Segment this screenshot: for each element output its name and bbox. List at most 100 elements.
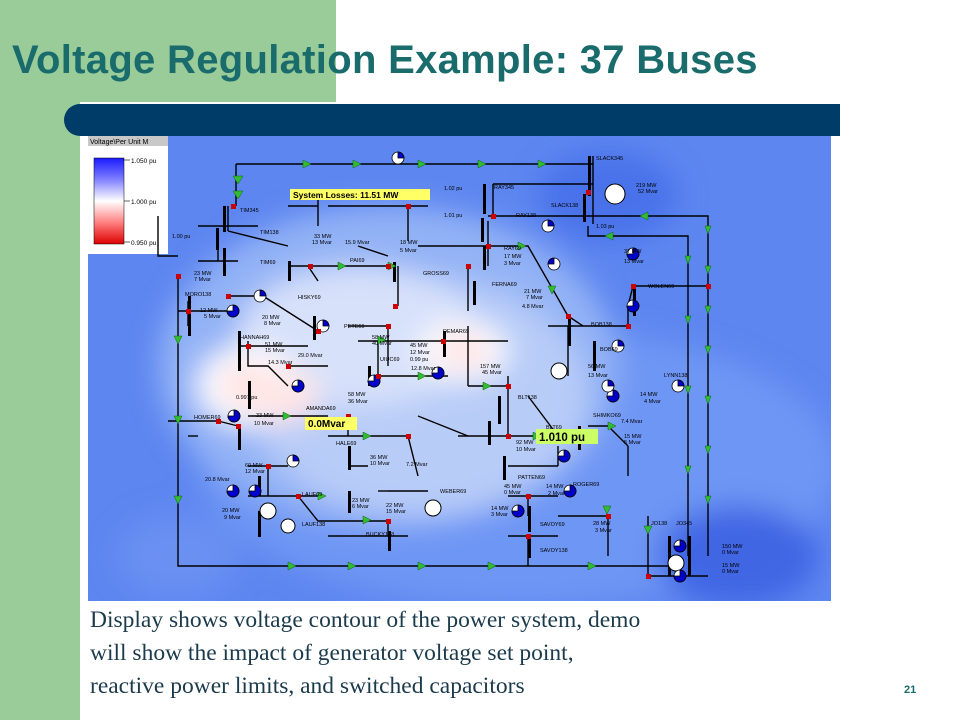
svg-text:36 Mvar: 36 Mvar xyxy=(348,399,368,405)
svg-text:4 Mvar: 4 Mvar xyxy=(644,399,661,405)
voltage-setpoint-readout[interactable]: 1.010 pu xyxy=(536,429,598,444)
svg-text:HOMER69: HOMER69 xyxy=(194,415,221,421)
svg-text:UIUC69: UIUC69 xyxy=(380,357,400,363)
svg-text:TIM345: TIM345 xyxy=(240,208,259,214)
svg-text:150 MW: 150 MW xyxy=(722,544,743,550)
svg-text:92 MW: 92 MW xyxy=(516,440,534,446)
voltage-legend: Voltage\Per Unit M 1.050 pu 1.000 pu 0.9… xyxy=(88,136,168,254)
svg-text:7.2 Mvar: 7.2 Mvar xyxy=(406,462,428,468)
svg-text:BUCKY138: BUCKY138 xyxy=(366,532,394,538)
svg-text:21 MW: 21 MW xyxy=(524,289,542,295)
svg-text:LAUF69: LAUF69 xyxy=(302,492,322,498)
svg-text:RAY138: RAY138 xyxy=(516,213,536,219)
svg-text:HISKY69: HISKY69 xyxy=(298,295,321,301)
capacitor-mvar-readout[interactable]: 0.0Mvar xyxy=(305,417,357,430)
svg-text:RAY345: RAY345 xyxy=(494,185,514,191)
svg-text:2 Mvar: 2 Mvar xyxy=(548,491,565,497)
svg-text:18 MW: 18 MW xyxy=(400,240,418,246)
svg-text:PATTEN69: PATTEN69 xyxy=(518,475,545,481)
svg-text:5 Mvar: 5 Mvar xyxy=(204,314,221,320)
svg-text:9 Mvar: 9 Mvar xyxy=(224,515,241,521)
svg-text:12.8 Mvar: 12.8 Mvar xyxy=(411,366,436,372)
legend-label-high: 1.050 pu xyxy=(131,158,157,165)
svg-text:15 MW: 15 MW xyxy=(722,563,740,569)
voltage-contour xyxy=(88,136,831,601)
svg-text:0 Mvar: 0 Mvar xyxy=(504,490,521,496)
svg-text:3 Mvar: 3 Mvar xyxy=(504,261,521,267)
svg-text:SLACK345: SLACK345 xyxy=(596,156,623,162)
svg-text:System Losses: 11.51 MW: System Losses: 11.51 MW xyxy=(293,190,399,200)
svg-text:10 Mvar: 10 Mvar xyxy=(370,461,390,467)
svg-text:29.0 Mvar: 29.0 Mvar xyxy=(298,353,323,359)
svg-text:BOB69: BOB69 xyxy=(600,347,618,353)
svg-text:13 Mvar: 13 Mvar xyxy=(588,373,608,379)
svg-text:45 MW: 45 MW xyxy=(504,484,522,490)
svg-text:12 Mvar: 12 Mvar xyxy=(245,469,265,475)
svg-text:1.02 pu: 1.02 pu xyxy=(444,186,462,192)
svg-text:23 MW: 23 MW xyxy=(194,271,212,277)
system-losses-label: System Losses: 11.51 MW xyxy=(290,189,430,200)
top-accent-band xyxy=(80,0,336,102)
svg-text:45 Mvar: 45 Mvar xyxy=(482,370,502,376)
svg-text:ROGER69: ROGER69 xyxy=(573,482,599,488)
svg-text:45 MW: 45 MW xyxy=(410,343,428,349)
svg-text:20.8 Mvar: 20.8 Mvar xyxy=(205,477,230,483)
loads xyxy=(226,151,687,583)
svg-text:51 MW: 51 MW xyxy=(265,342,283,348)
svg-text:DEMAR69: DEMAR69 xyxy=(443,329,469,335)
svg-text:13 Mvar: 13 Mvar xyxy=(624,259,644,265)
svg-text:8 Mvar: 8 Mvar xyxy=(264,321,281,327)
svg-text:12 MW: 12 MW xyxy=(200,308,218,314)
bus-names: SLACK345 SLACK138 RAY345 RAY138 RAY69 TI… xyxy=(185,156,692,554)
generators xyxy=(259,183,685,572)
flow-arrows xyxy=(173,159,712,571)
svg-text:1.01 pu: 1.01 pu xyxy=(444,213,462,219)
page-number: 21 xyxy=(904,684,917,696)
svg-text:14.3 Mvar: 14.3 Mvar xyxy=(268,360,293,366)
svg-text:157 MW: 157 MW xyxy=(480,364,501,370)
svg-text:5 Mvar: 5 Mvar xyxy=(624,440,641,446)
svg-text:JO138: JO138 xyxy=(651,521,667,527)
svg-text:PETE69: PETE69 xyxy=(344,324,364,330)
svg-text:7 Mvar: 7 Mvar xyxy=(194,277,211,283)
svg-text:7 Mvar: 7 Mvar xyxy=(526,295,543,301)
svg-text:0.0Mvar: 0.0Mvar xyxy=(308,419,345,430)
svg-text:SHIMKO69: SHIMKO69 xyxy=(593,413,621,419)
svg-text:0.997 pu: 0.997 pu xyxy=(236,395,257,401)
breakers xyxy=(176,190,711,579)
svg-text:58 MW: 58 MW xyxy=(348,392,366,398)
caption-line: reactive power limits, and switched capa… xyxy=(90,673,525,699)
svg-text:58 MW: 58 MW xyxy=(372,335,390,341)
svg-text:37 MW: 37 MW xyxy=(624,249,642,255)
svg-text:SAVOY138: SAVOY138 xyxy=(540,548,568,554)
svg-text:BOB138: BOB138 xyxy=(591,322,612,328)
svg-text:MORO138: MORO138 xyxy=(185,292,211,298)
svg-text:12 Mvar: 12 Mvar xyxy=(410,350,430,356)
svg-text:BLT69: BLT69 xyxy=(546,425,562,431)
svg-text:WEBER69: WEBER69 xyxy=(440,489,466,495)
legend-label-low: 0.950 pu xyxy=(131,240,157,247)
svg-text:15 MW: 15 MW xyxy=(624,434,642,440)
svg-text:RAY69: RAY69 xyxy=(504,246,521,252)
svg-text:TIM138: TIM138 xyxy=(260,230,279,236)
svg-text:0.99 pu: 0.99 pu xyxy=(410,357,428,363)
svg-text:15 Mvar: 15 Mvar xyxy=(386,509,406,515)
svg-text:1.010 pu: 1.010 pu xyxy=(539,432,585,444)
svg-text:28 MW: 28 MW xyxy=(593,521,611,527)
svg-text:AMANDA69: AMANDA69 xyxy=(306,406,336,412)
svg-text:23 MW: 23 MW xyxy=(352,498,370,504)
svg-text:33 MW: 33 MW xyxy=(256,413,274,419)
svg-text:15.9 Mvar: 15.9 Mvar xyxy=(345,240,370,246)
svg-text:LYNN138: LYNN138 xyxy=(664,373,687,379)
svg-text:17 MW: 17 MW xyxy=(504,254,522,260)
svg-text:15 Mvar: 15 Mvar xyxy=(265,348,285,354)
svg-text:219 MW: 219 MW xyxy=(636,183,657,189)
svg-text:HANNAH69: HANNAH69 xyxy=(240,335,269,341)
svg-text:JO345: JO345 xyxy=(676,521,692,527)
svg-text:HALE69: HALE69 xyxy=(336,441,357,447)
svg-text:14 MW: 14 MW xyxy=(546,484,564,490)
svg-text:33 MW: 33 MW xyxy=(314,234,332,240)
svg-text:0 Mvar: 0 Mvar xyxy=(722,550,739,556)
caption-line: will show the impact of generator voltag… xyxy=(90,640,574,666)
svg-text:FERNA69: FERNA69 xyxy=(492,282,517,288)
